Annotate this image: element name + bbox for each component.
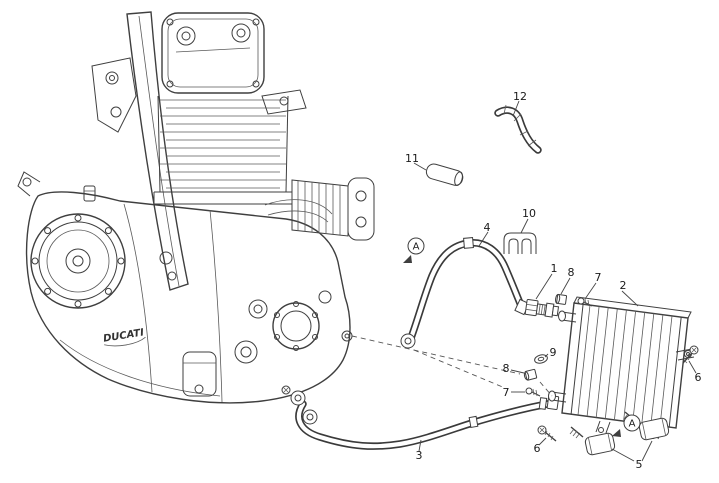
callout-10: 10 xyxy=(522,207,536,220)
callout-5: 5 xyxy=(636,458,643,471)
marker-a-right-arrow-icon xyxy=(612,429,621,437)
union-fitting-part1 xyxy=(524,299,560,318)
callout-4: 4 xyxy=(484,221,491,234)
oil-cooler xyxy=(548,296,695,440)
callout-8-upper: 8 xyxy=(568,266,575,279)
callout-2: 2 xyxy=(620,279,627,292)
pin-part7-lower xyxy=(525,387,541,397)
brand-logo-text: DUCATI xyxy=(102,327,145,344)
callout-7-lower: 7 xyxy=(503,386,510,399)
callout-7-upper: 7 xyxy=(595,271,602,284)
detail-marker-a-left: A xyxy=(403,237,425,263)
detail-marker-a-right: A xyxy=(612,414,641,437)
hose-clip-part10 xyxy=(503,232,537,254)
engine-assembly: DUCATI xyxy=(17,11,375,404)
screw-part6-left xyxy=(537,425,557,442)
callout-6-right: 6 xyxy=(695,371,702,384)
callout-1: 1 xyxy=(551,262,558,275)
marker-a-left-label: A xyxy=(413,242,420,253)
callout-12: 12 xyxy=(513,90,527,103)
curved-hose-part12 xyxy=(494,104,542,154)
bushing-part8-lower xyxy=(523,368,538,381)
callout-8-lower: 8 xyxy=(503,362,510,375)
callout-9: 9 xyxy=(550,346,557,359)
rubber-sleeve-part11 xyxy=(425,163,464,186)
bushing-part8-upper xyxy=(555,293,568,305)
oil-hose-lower xyxy=(281,385,560,450)
callout-labels: 12 11 10 4 1 8 7 2 9 8 7 6 6 5 3 xyxy=(405,90,702,471)
screw-part6-right xyxy=(682,345,699,364)
callout-3: 3 xyxy=(416,449,423,462)
callout-11: 11 xyxy=(405,152,419,165)
pin-part7-upper xyxy=(577,297,593,307)
callout-6-left: 6 xyxy=(534,442,541,455)
marker-a-left-arrow-icon xyxy=(403,255,412,263)
washer-part9 xyxy=(534,354,548,364)
marker-a-right-label: A xyxy=(629,419,636,430)
rubber-mount-part5-left xyxy=(569,426,616,456)
assembly-dashed-lines xyxy=(351,335,553,397)
callout-leader-lines xyxy=(413,100,697,462)
oil-hose-upper xyxy=(400,237,530,349)
